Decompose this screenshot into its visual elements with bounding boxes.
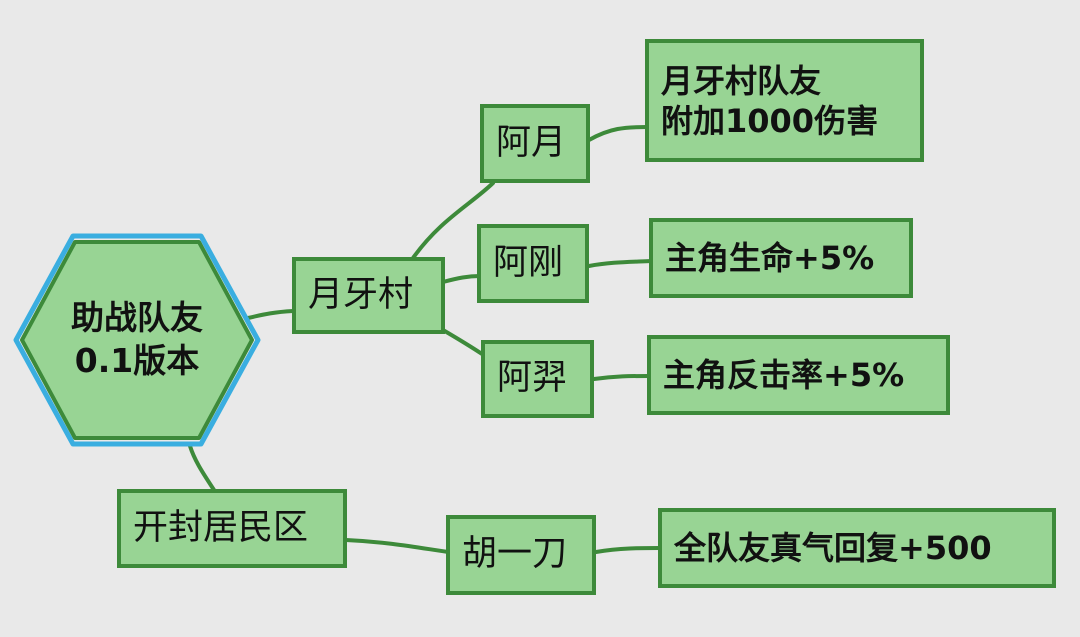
link-yueya-ayue [411, 181, 495, 260]
huyidao-effect-label: 全队友真气回复+500 [674, 529, 992, 567]
ayue-effect-line2: 附加1000伤害 [661, 101, 879, 140]
root-title: 助战队友 [71, 298, 203, 338]
ayue-effect-line1: 月牙村队友 [661, 61, 822, 100]
node-huyidao-label: 胡一刀 [462, 534, 568, 575]
node-agang[interactable]: 阿刚 [477, 224, 589, 303]
node-ayue[interactable]: 阿月 [480, 104, 590, 183]
node-ayi-label: 阿羿 [497, 358, 568, 399]
link-root-kaifeng [188, 444, 216, 492]
node-kaifeng-district-label: 开封居民区 [133, 507, 309, 548]
link-agang-effect [587, 259, 653, 268]
ayi-effect-label: 主角反击率+5% [663, 356, 905, 394]
node-huyidao[interactable]: 胡一刀 [446, 515, 596, 595]
link-ayue-effect [587, 125, 649, 142]
agang-effect-label: 主角生命+5% [665, 239, 875, 277]
link-root-yueya [246, 309, 295, 320]
node-kaifeng-district[interactable]: 开封居民区 [117, 489, 347, 568]
root-version: 0.1版本 [74, 341, 200, 380]
link-yueya-ayi [441, 328, 484, 356]
node-huyidao-effect[interactable]: 全队友真气回复+500 [658, 508, 1056, 588]
root-label: 助战队友 0.1版本 [12, 233, 262, 447]
node-agang-effect[interactable]: 主角生命+5% [649, 218, 913, 298]
node-ayue-label: 阿月 [496, 122, 567, 163]
node-ayi[interactable]: 阿羿 [481, 340, 594, 418]
hexagon-shape [13, 233, 261, 447]
node-yueya-village[interactable]: 月牙村 [292, 257, 445, 334]
node-yueya-village-label: 月牙村 [308, 274, 414, 315]
link-kaifeng-huyidao [344, 538, 450, 554]
node-ayue-effect[interactable]: 月牙村队友 附加1000伤害 [645, 39, 924, 162]
link-ayi-effect [592, 374, 651, 381]
link-yueya-agang [441, 274, 482, 284]
root-node[interactable]: 助战队友 0.1版本 [12, 233, 262, 447]
node-ayi-effect[interactable]: 主角反击率+5% [647, 335, 950, 415]
link-huyidao-effect [594, 546, 662, 554]
node-agang-label: 阿刚 [493, 242, 564, 283]
